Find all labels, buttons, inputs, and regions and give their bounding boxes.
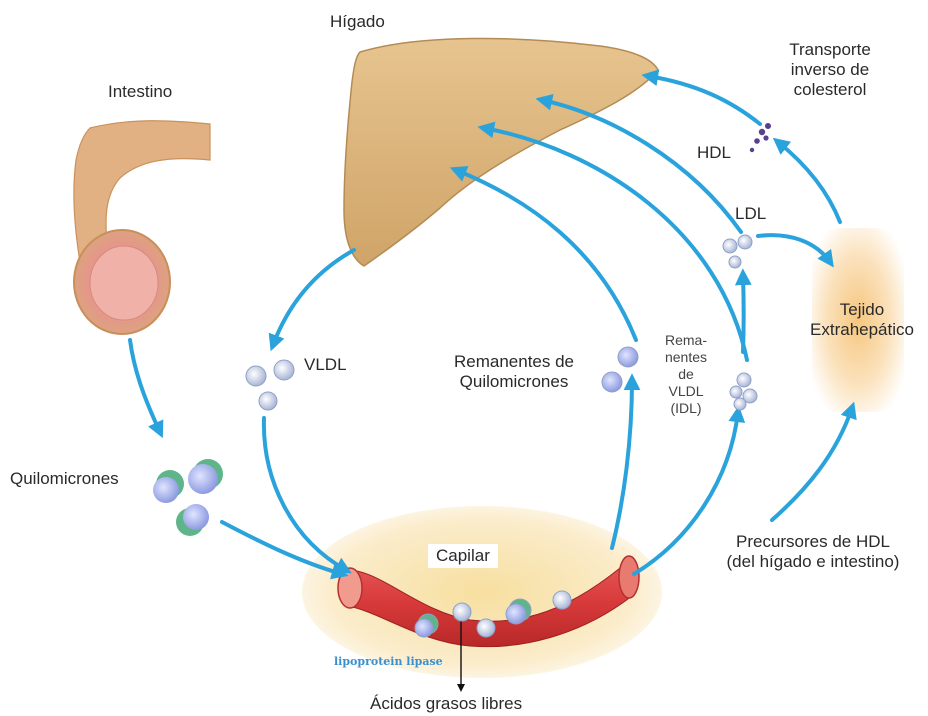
chylomicron-remnants-line-1: Remanentes de xyxy=(440,352,588,372)
vldl-remnants-line-4: VLDL xyxy=(658,383,714,400)
liver-shape xyxy=(344,38,658,266)
chylomicron-remnants-line-2: Quilomicrones xyxy=(440,372,588,392)
hdl-particles xyxy=(750,123,771,152)
arrow-intestine-to-chylomicrons xyxy=(130,340,160,432)
reverse-transport-line-1: Transporte xyxy=(778,40,882,60)
chylomicron-particles xyxy=(153,459,223,536)
ldl-particles xyxy=(723,235,752,268)
hdl-precursors-line-2: (del hígado e intestino) xyxy=(706,552,920,572)
vldl-remnants-line-3: de xyxy=(658,366,714,383)
intestine xyxy=(74,121,210,334)
ldl-label: LDL xyxy=(735,204,766,224)
vldl-label: VLDL xyxy=(304,355,347,375)
idl-particles xyxy=(730,373,757,410)
reverse-transport-line-2: inverso de xyxy=(778,60,882,80)
chylomicrons-label: Quilomicrones xyxy=(10,469,119,489)
vldl-remnants-line-1: Rema- xyxy=(658,332,714,349)
liver-label: Hígado xyxy=(330,12,385,32)
extrahepatic-line-1: Tejido xyxy=(800,300,924,320)
chylomicron-remnants-label: Remanentes de Quilomicrones xyxy=(440,352,588,392)
reverse-transport-label: Transporte inverso de colesterol xyxy=(778,40,882,100)
vldl-particles xyxy=(246,360,294,410)
reverse-transport-line-3: colesterol xyxy=(778,80,882,100)
free-fatty-acids-label: Ácidos grasos libres xyxy=(370,694,522,714)
arrow-chylomicron-remnants-to-liver xyxy=(456,170,636,340)
capillary-label: Capilar xyxy=(428,544,498,568)
extrahepatic-label: Tejido Extrahepático xyxy=(800,300,924,340)
lipoprotein-lipase-label: lipoprotein lipase xyxy=(334,652,443,672)
hdl-label: HDL xyxy=(697,143,731,163)
vldl-remnants-line-2: nentes xyxy=(658,349,714,366)
extrahepatic-line-2: Extrahepático xyxy=(800,320,924,340)
arrow-precursors-to-tissue xyxy=(772,408,852,520)
arrow-liver-to-vldl xyxy=(273,250,354,345)
hdl-precursors-line-1: Precursores de HDL xyxy=(706,532,920,552)
vldl-remnants-line-5: (IDL) xyxy=(658,400,714,417)
arrow-tissue-to-hdl xyxy=(778,142,840,222)
hdl-precursors-label: Precursores de HDL (del hígado e intesti… xyxy=(706,532,920,572)
vldl-remnants-label: Rema- nentes de VLDL (IDL) xyxy=(658,332,714,417)
arrow-capillary-to-chylomicron-remnants xyxy=(612,380,632,548)
arrow-hdl-to-liver xyxy=(648,76,760,124)
intestine-label: Intestino xyxy=(108,82,172,102)
